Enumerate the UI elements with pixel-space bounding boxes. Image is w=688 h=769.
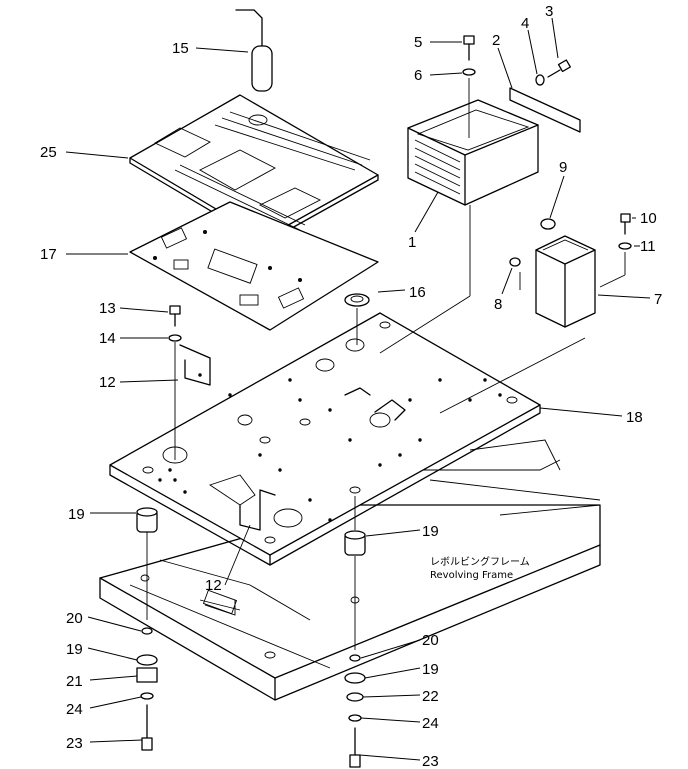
callout-12-upper: 12 — [99, 374, 116, 391]
callout-3: 3 — [545, 3, 553, 20]
callout-20-left: 20 — [66, 610, 83, 627]
callout-24-right: 24 — [422, 715, 439, 732]
callout-18: 18 — [626, 409, 643, 426]
callout-5: 5 — [414, 34, 422, 51]
leader-lines — [65, 17, 651, 761]
callout-23-left: 23 — [66, 735, 83, 752]
callout-8: 8 — [494, 296, 502, 313]
revolving-frame — [99, 439, 601, 701]
caption-english: Revolving Frame — [430, 570, 513, 581]
callout-25: 25 — [40, 144, 57, 161]
callout-labels: 15 25 17 13 14 12 16 5 6 2 4 3 1 9 10 11… — [40, 3, 662, 769]
floor-mat — [129, 94, 379, 244]
hardware — [136, 35, 632, 768]
callout-6: 6 — [414, 67, 422, 84]
callout-14: 14 — [99, 330, 116, 347]
cover — [535, 235, 596, 328]
callout-20-right: 20 — [422, 632, 439, 649]
callout-13: 13 — [99, 300, 116, 317]
callout-15: 15 — [172, 40, 189, 57]
callout-19-right-lower: 19 — [422, 661, 439, 678]
callout-22: 22 — [422, 688, 439, 705]
callout-19-left-lower: 19 — [66, 641, 83, 658]
callout-19-right-upper: 19 — [422, 523, 439, 540]
callout-23-right: 23 — [422, 753, 439, 769]
rod — [235, 9, 273, 92]
callout-1: 1 — [408, 234, 416, 251]
caption-japanese: レボルビングフレーム — [430, 555, 530, 568]
callout-2: 2 — [492, 32, 500, 49]
callout-10: 10 — [640, 210, 657, 227]
callout-24-left: 24 — [66, 701, 83, 718]
callout-12-lower: 12 — [205, 577, 222, 594]
callout-16: 16 — [409, 284, 426, 301]
callout-4: 4 — [521, 15, 529, 32]
callout-19-left-upper: 19 — [68, 506, 85, 523]
callout-11: 11 — [640, 238, 656, 255]
center-lines — [146, 78, 626, 650]
battery-box — [407, 87, 581, 206]
callout-7: 7 — [654, 291, 662, 308]
callout-17: 17 — [40, 246, 57, 263]
frame-caption: レボルビングフレーム Revolving Frame — [430, 555, 530, 581]
floor-sheet — [129, 201, 379, 331]
callout-21: 21 — [66, 673, 83, 690]
callout-9: 9 — [559, 159, 567, 176]
base-plate — [109, 312, 541, 566]
